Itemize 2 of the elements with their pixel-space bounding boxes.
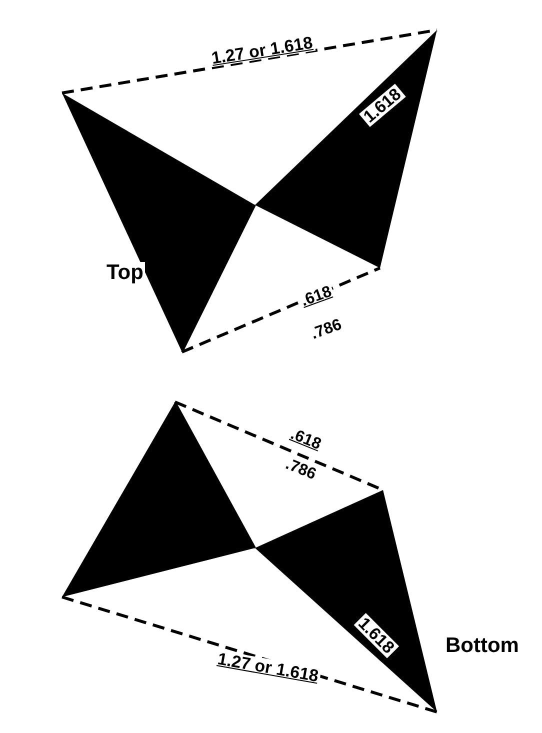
pattern-label: Top — [104, 262, 146, 282]
pattern-label: Bottom — [444, 634, 521, 656]
